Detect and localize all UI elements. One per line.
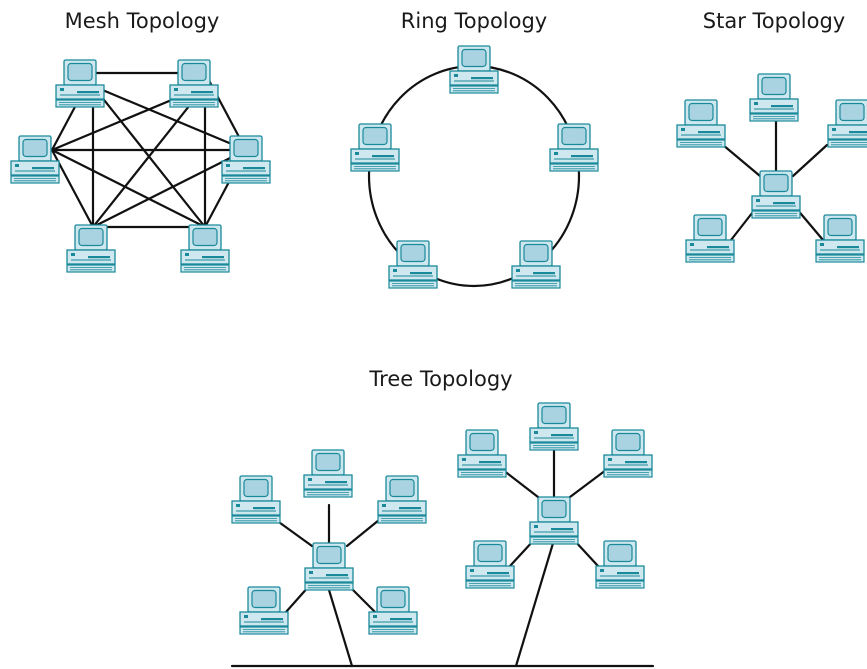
tree-topology-title: Tree Topology: [368, 367, 512, 391]
star-hub-computer-icon: [751, 170, 801, 219]
ring-computer-icon: [549, 123, 599, 172]
mesh-computer-icon: [55, 59, 105, 108]
tree-computer-icon: [303, 449, 353, 498]
star-computer-icon: [685, 214, 735, 263]
ring-computer-icon: [350, 123, 400, 172]
tree-computer-icon: [377, 475, 427, 524]
tree-computer-icon: [231, 475, 281, 524]
tree-hub-computer-icon: [529, 496, 579, 545]
mesh-topology-title: Mesh Topology: [65, 9, 220, 33]
ring-topology-title: Ring Topology: [401, 9, 547, 33]
mesh-computer-icon: [10, 135, 60, 184]
tree-trunk-left: [327, 588, 354, 668]
tree-computer-icon: [595, 540, 645, 589]
ring-computer-icon: [388, 240, 438, 289]
mesh-computer-icon: [66, 224, 116, 273]
tree-computer-icon: [529, 402, 579, 451]
tree-computer-icon: [239, 586, 289, 635]
mesh-computer-icon: [180, 224, 230, 273]
tree-computer-icon: [457, 429, 507, 478]
tree-trunk-right: [514, 538, 556, 668]
ring-topology: [350, 45, 599, 289]
tree-computer-icon: [603, 429, 653, 478]
mesh-topology: [10, 59, 271, 273]
tree-computer-icon: [368, 586, 418, 635]
star-computer-icon: [815, 214, 865, 263]
tree-topology: [230, 402, 655, 668]
star-computer-icon: [827, 99, 867, 148]
star-computer-icon: [749, 73, 799, 122]
star-topology: [676, 73, 867, 263]
tree-hub-computer-icon: [304, 542, 354, 591]
ring-computer-icon: [449, 45, 499, 94]
star-topology-title: Star Topology: [703, 9, 845, 33]
star-computer-icon: [676, 99, 726, 148]
tree-computer-icon: [465, 540, 515, 589]
